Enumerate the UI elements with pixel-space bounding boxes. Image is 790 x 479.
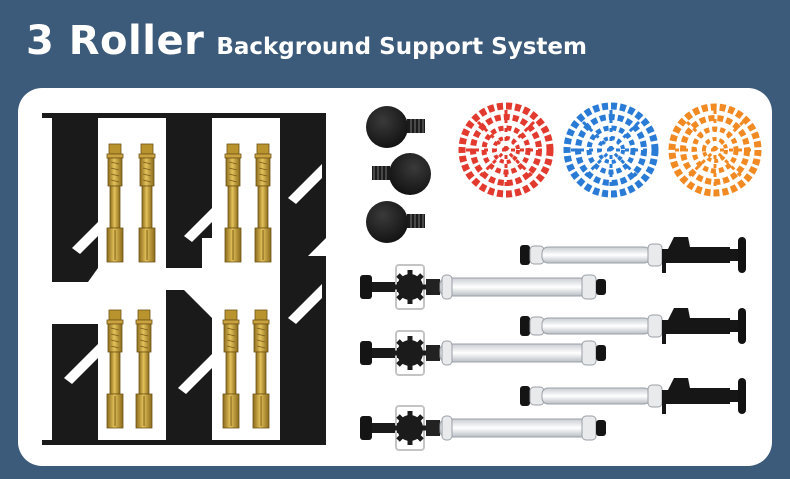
title-rest: Background Support System — [216, 34, 587, 60]
title-bold: 3 Roller — [26, 18, 205, 64]
page-title: 3 Roller Background Support System — [26, 18, 587, 64]
chain-orange — [668, 103, 762, 197]
roller-ends-plug — [519, 236, 747, 415]
chain-blue — [563, 102, 659, 198]
roller-ends-drive — [360, 265, 606, 450]
counterweights — [365, 105, 432, 244]
chain-red — [458, 102, 554, 198]
product-illustration — [42, 102, 762, 466]
mounting-brackets — [42, 113, 326, 445]
product-panel — [18, 88, 772, 466]
